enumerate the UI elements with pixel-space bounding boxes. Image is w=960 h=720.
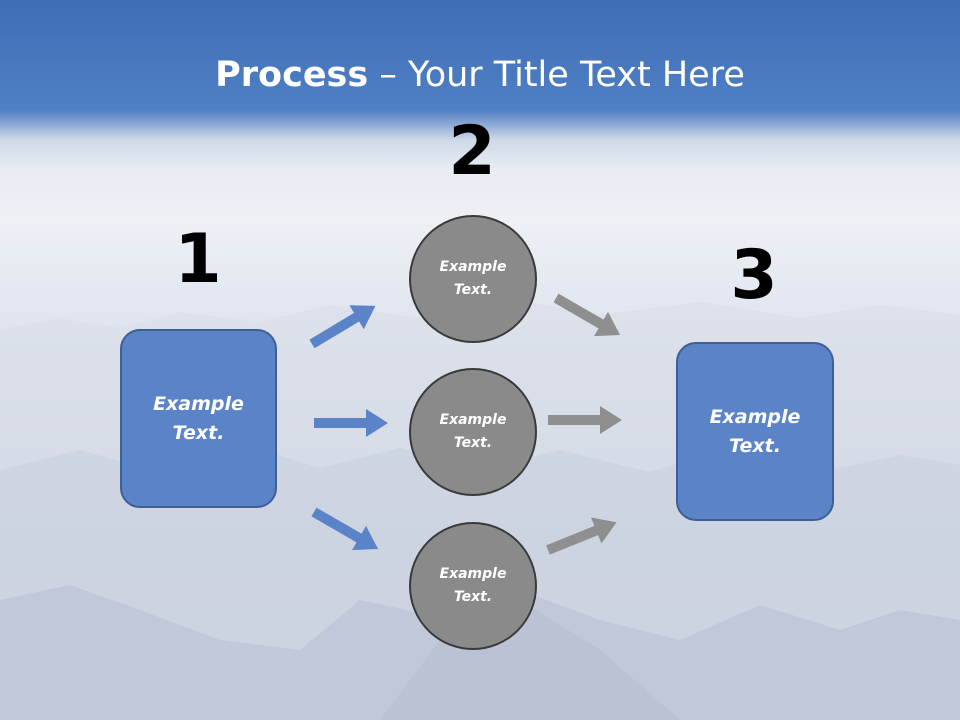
right-box: Example Text.	[676, 342, 834, 521]
block-arrow-icon	[304, 293, 383, 357]
page-title: Process – Your Title Text Here	[0, 52, 960, 98]
block-arrow-icon	[548, 406, 622, 434]
title-rest: – Your Title Text Here	[368, 55, 745, 95]
left-box: Example Text.	[120, 329, 277, 508]
circle-bottom: Example Text.	[409, 522, 537, 650]
block-arrow-icon	[314, 409, 388, 437]
title-bold: Process	[215, 55, 369, 95]
circle-bottom-text: Example Text.	[439, 566, 507, 605]
right-box-text: Example Text.	[709, 405, 801, 457]
circle-middle: Example Text.	[409, 368, 537, 496]
step-number-3: 3	[730, 236, 778, 315]
block-arrow-icon	[542, 509, 622, 563]
step-number-1: 1	[174, 220, 222, 299]
circle-middle-text: Example Text.	[439, 412, 507, 451]
circle-top-text: Example Text.	[439, 259, 507, 298]
circle-top: Example Text.	[409, 215, 537, 343]
step-number-2: 2	[448, 112, 496, 191]
block-arrow-icon	[549, 285, 628, 348]
block-arrow-icon	[307, 499, 386, 562]
left-box-text: Example Text.	[153, 392, 244, 444]
